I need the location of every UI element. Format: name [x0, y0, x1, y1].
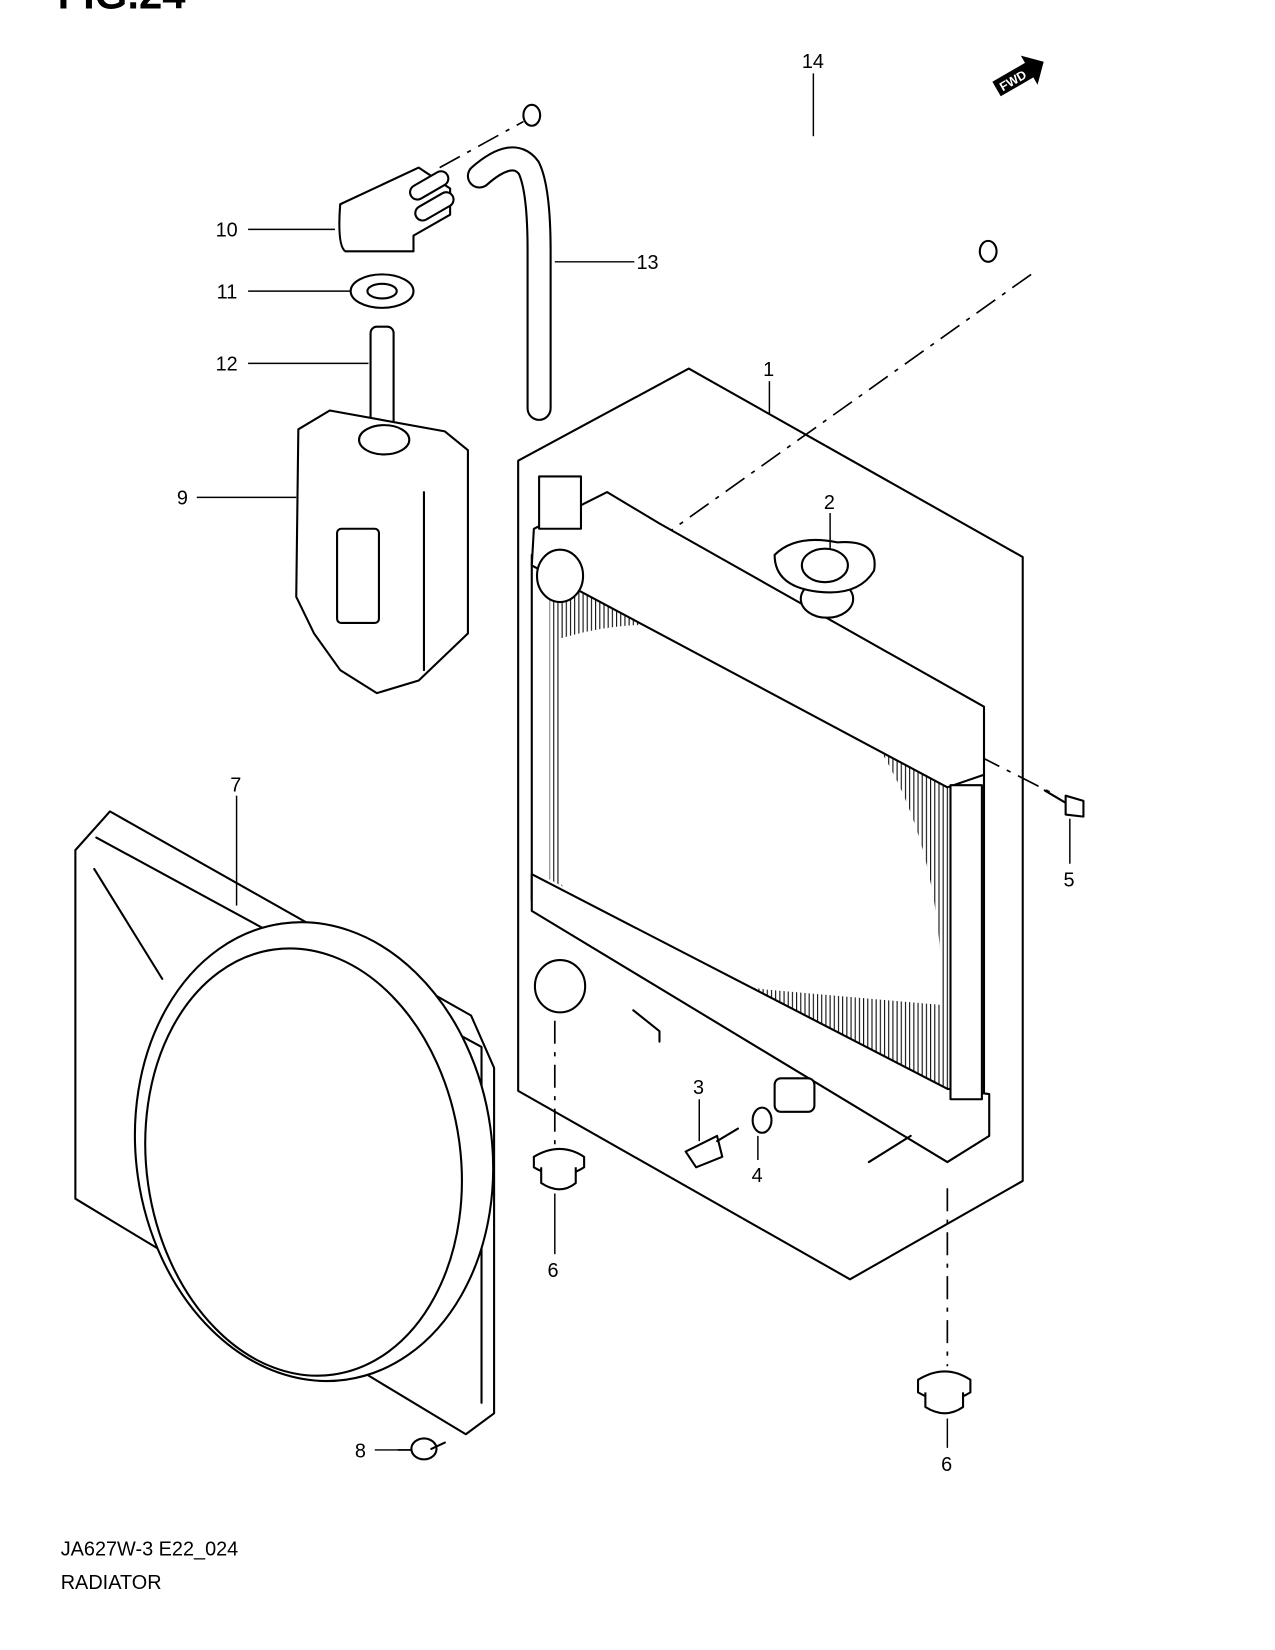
- callout-10: 10: [216, 220, 238, 242]
- callout-8: 8: [355, 1440, 366, 1462]
- figure-title: FIG.24: [58, 0, 187, 17]
- filler-tube-12: [369, 325, 395, 433]
- callout-12: 12: [216, 354, 238, 376]
- overflow-hose-14: [521, 42, 998, 263]
- forward-arrow-icon: FWD: [992, 55, 1044, 97]
- fan-shroud-7: [74, 810, 496, 1436]
- callout-2: 2: [824, 492, 835, 514]
- reservoir-tank-9: [295, 409, 469, 695]
- callout-11: 11: [217, 281, 238, 303]
- callout-9: 9: [177, 488, 188, 510]
- diagram-code: JA627W-3 E22_024: [61, 1539, 239, 1561]
- callout-1: 1: [763, 359, 774, 381]
- temperature-sensor-3: [684, 1127, 740, 1169]
- reservoir-cap-10: [338, 166, 455, 253]
- radiator-1: [530, 475, 991, 1164]
- radiator-cap-2: [773, 538, 876, 594]
- gasket-4: [751, 1106, 773, 1134]
- reservoir-hose-13: [466, 146, 552, 421]
- callout-14: 14: [802, 51, 824, 73]
- mount-cushion-6b: [916, 1370, 972, 1415]
- diagram-name: RADIATOR: [61, 1572, 162, 1594]
- callout-5: 5: [1064, 870, 1075, 892]
- callout-6a: 6: [547, 1260, 558, 1282]
- cap-seal-11: [349, 273, 415, 309]
- leader-lines: [196, 73, 1071, 1451]
- mount-cushion-6a: [532, 1147, 586, 1191]
- callout-13: 13: [636, 252, 658, 274]
- callout-6b: 6: [941, 1454, 952, 1476]
- radiator-assembly-outline: [517, 367, 1024, 1281]
- callout-3: 3: [693, 1077, 704, 1099]
- bolt-5: [1043, 789, 1085, 818]
- callout-4: 4: [752, 1165, 763, 1187]
- screw-8: [410, 1437, 446, 1461]
- fwd-label: FWD: [997, 68, 1029, 94]
- callout-7: 7: [230, 775, 241, 797]
